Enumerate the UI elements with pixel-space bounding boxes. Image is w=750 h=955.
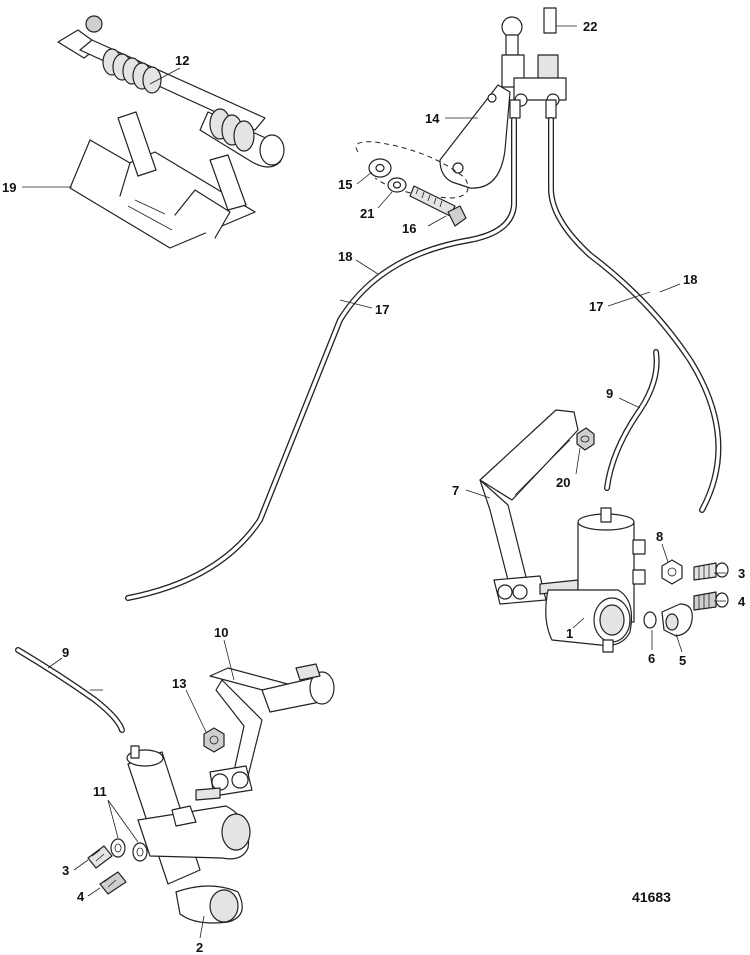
callout-10: 10 — [214, 625, 228, 640]
part-11-washers — [110, 838, 148, 862]
part-7-bracket — [479, 409, 579, 605]
part-10-bracket — [195, 663, 335, 801]
part-4-fitting-left — [99, 871, 127, 895]
callout-1: 1 — [566, 626, 573, 641]
part-2-body — [126, 745, 251, 924]
part-4-fitting-right — [693, 591, 729, 611]
callout-labels: 12 19 14 22 15 21 16 18 17 18 17 9 20 7 … — [2, 19, 746, 955]
callout-17: 17 — [589, 299, 603, 314]
callout-5: 5 — [679, 653, 686, 668]
part-9-hose-left — [15, 647, 125, 733]
hardware-group — [355, 141, 469, 227]
callout-18: 18 — [683, 272, 697, 287]
callout-9: 9 — [606, 386, 613, 401]
part-5-plug — [661, 603, 693, 637]
callout-14: 14 — [425, 111, 440, 126]
part-20-nut — [576, 427, 595, 451]
tube-17-18-right — [548, 117, 722, 513]
callout-19: 19 — [2, 180, 16, 195]
callout-20: 20 — [556, 475, 570, 490]
part-12-handle — [57, 15, 285, 168]
callout-17: 17 — [375, 302, 389, 317]
callout-22: 22 — [583, 19, 597, 34]
callout-8: 8 — [656, 529, 663, 544]
callout-3: 3 — [738, 566, 745, 581]
callout-15: 15 — [338, 177, 352, 192]
callout-21: 21 — [360, 206, 374, 221]
tube-17-18-left — [125, 117, 517, 601]
callout-13: 13 — [172, 676, 186, 691]
part-3-fitting-right — [693, 562, 729, 581]
callout-11: 11 — [93, 784, 107, 799]
callout-16: 16 — [402, 221, 416, 236]
callout-7: 7 — [452, 483, 459, 498]
part-9-hose-right — [604, 349, 660, 491]
callout-4: 4 — [77, 889, 85, 904]
leader-lines — [22, 25, 726, 939]
part-1-body — [545, 507, 646, 653]
callout-6: 6 — [648, 651, 655, 666]
part-14-bracket — [439, 84, 511, 189]
part-22-valve-block — [501, 7, 567, 119]
part-19-holder — [69, 111, 256, 249]
part-13-nut — [203, 727, 225, 753]
callout-3: 3 — [62, 863, 69, 878]
drawing-number: 41683 — [632, 889, 671, 905]
part-3-fitting-left — [87, 845, 113, 869]
callout-4: 4 — [738, 594, 746, 609]
callout-18: 18 — [338, 249, 352, 264]
callout-12: 12 — [175, 53, 189, 68]
part-6-washer — [643, 611, 657, 629]
callout-9: 9 — [62, 645, 69, 660]
part-8-nut — [661, 559, 683, 585]
callout-2: 2 — [196, 940, 203, 955]
